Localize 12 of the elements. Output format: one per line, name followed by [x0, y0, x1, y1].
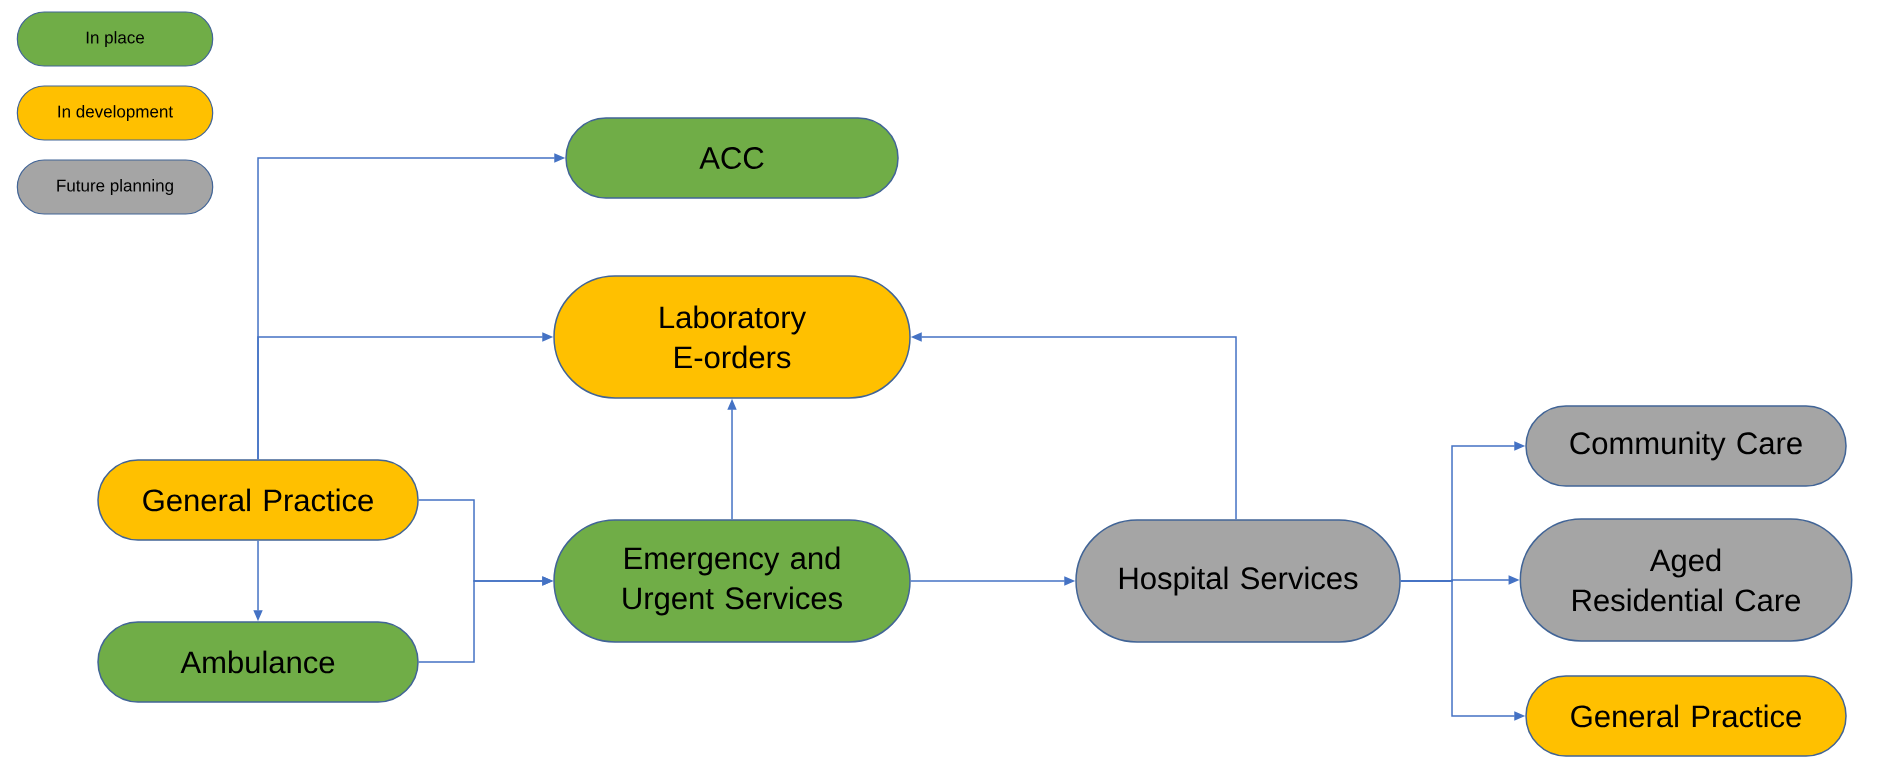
status-pill: Ambulance — [97, 621, 419, 703]
status-pill: Emergency and Urgent Services — [553, 519, 911, 643]
status-pill: General Practice — [1525, 675, 1847, 757]
status-pill: Hospital Services — [1075, 519, 1401, 643]
status-pill: General Practice — [97, 459, 419, 541]
status-pill: Laboratory E-orders — [553, 275, 911, 399]
status-pill: ACC — [565, 117, 899, 199]
status-pill: Community Care — [1525, 405, 1847, 487]
legend-pill: Future planning — [16, 159, 214, 215]
status-pill: Aged Residential Care — [1519, 518, 1853, 642]
legend-pill: In place — [16, 11, 214, 67]
legend-pill: In development — [16, 85, 214, 141]
